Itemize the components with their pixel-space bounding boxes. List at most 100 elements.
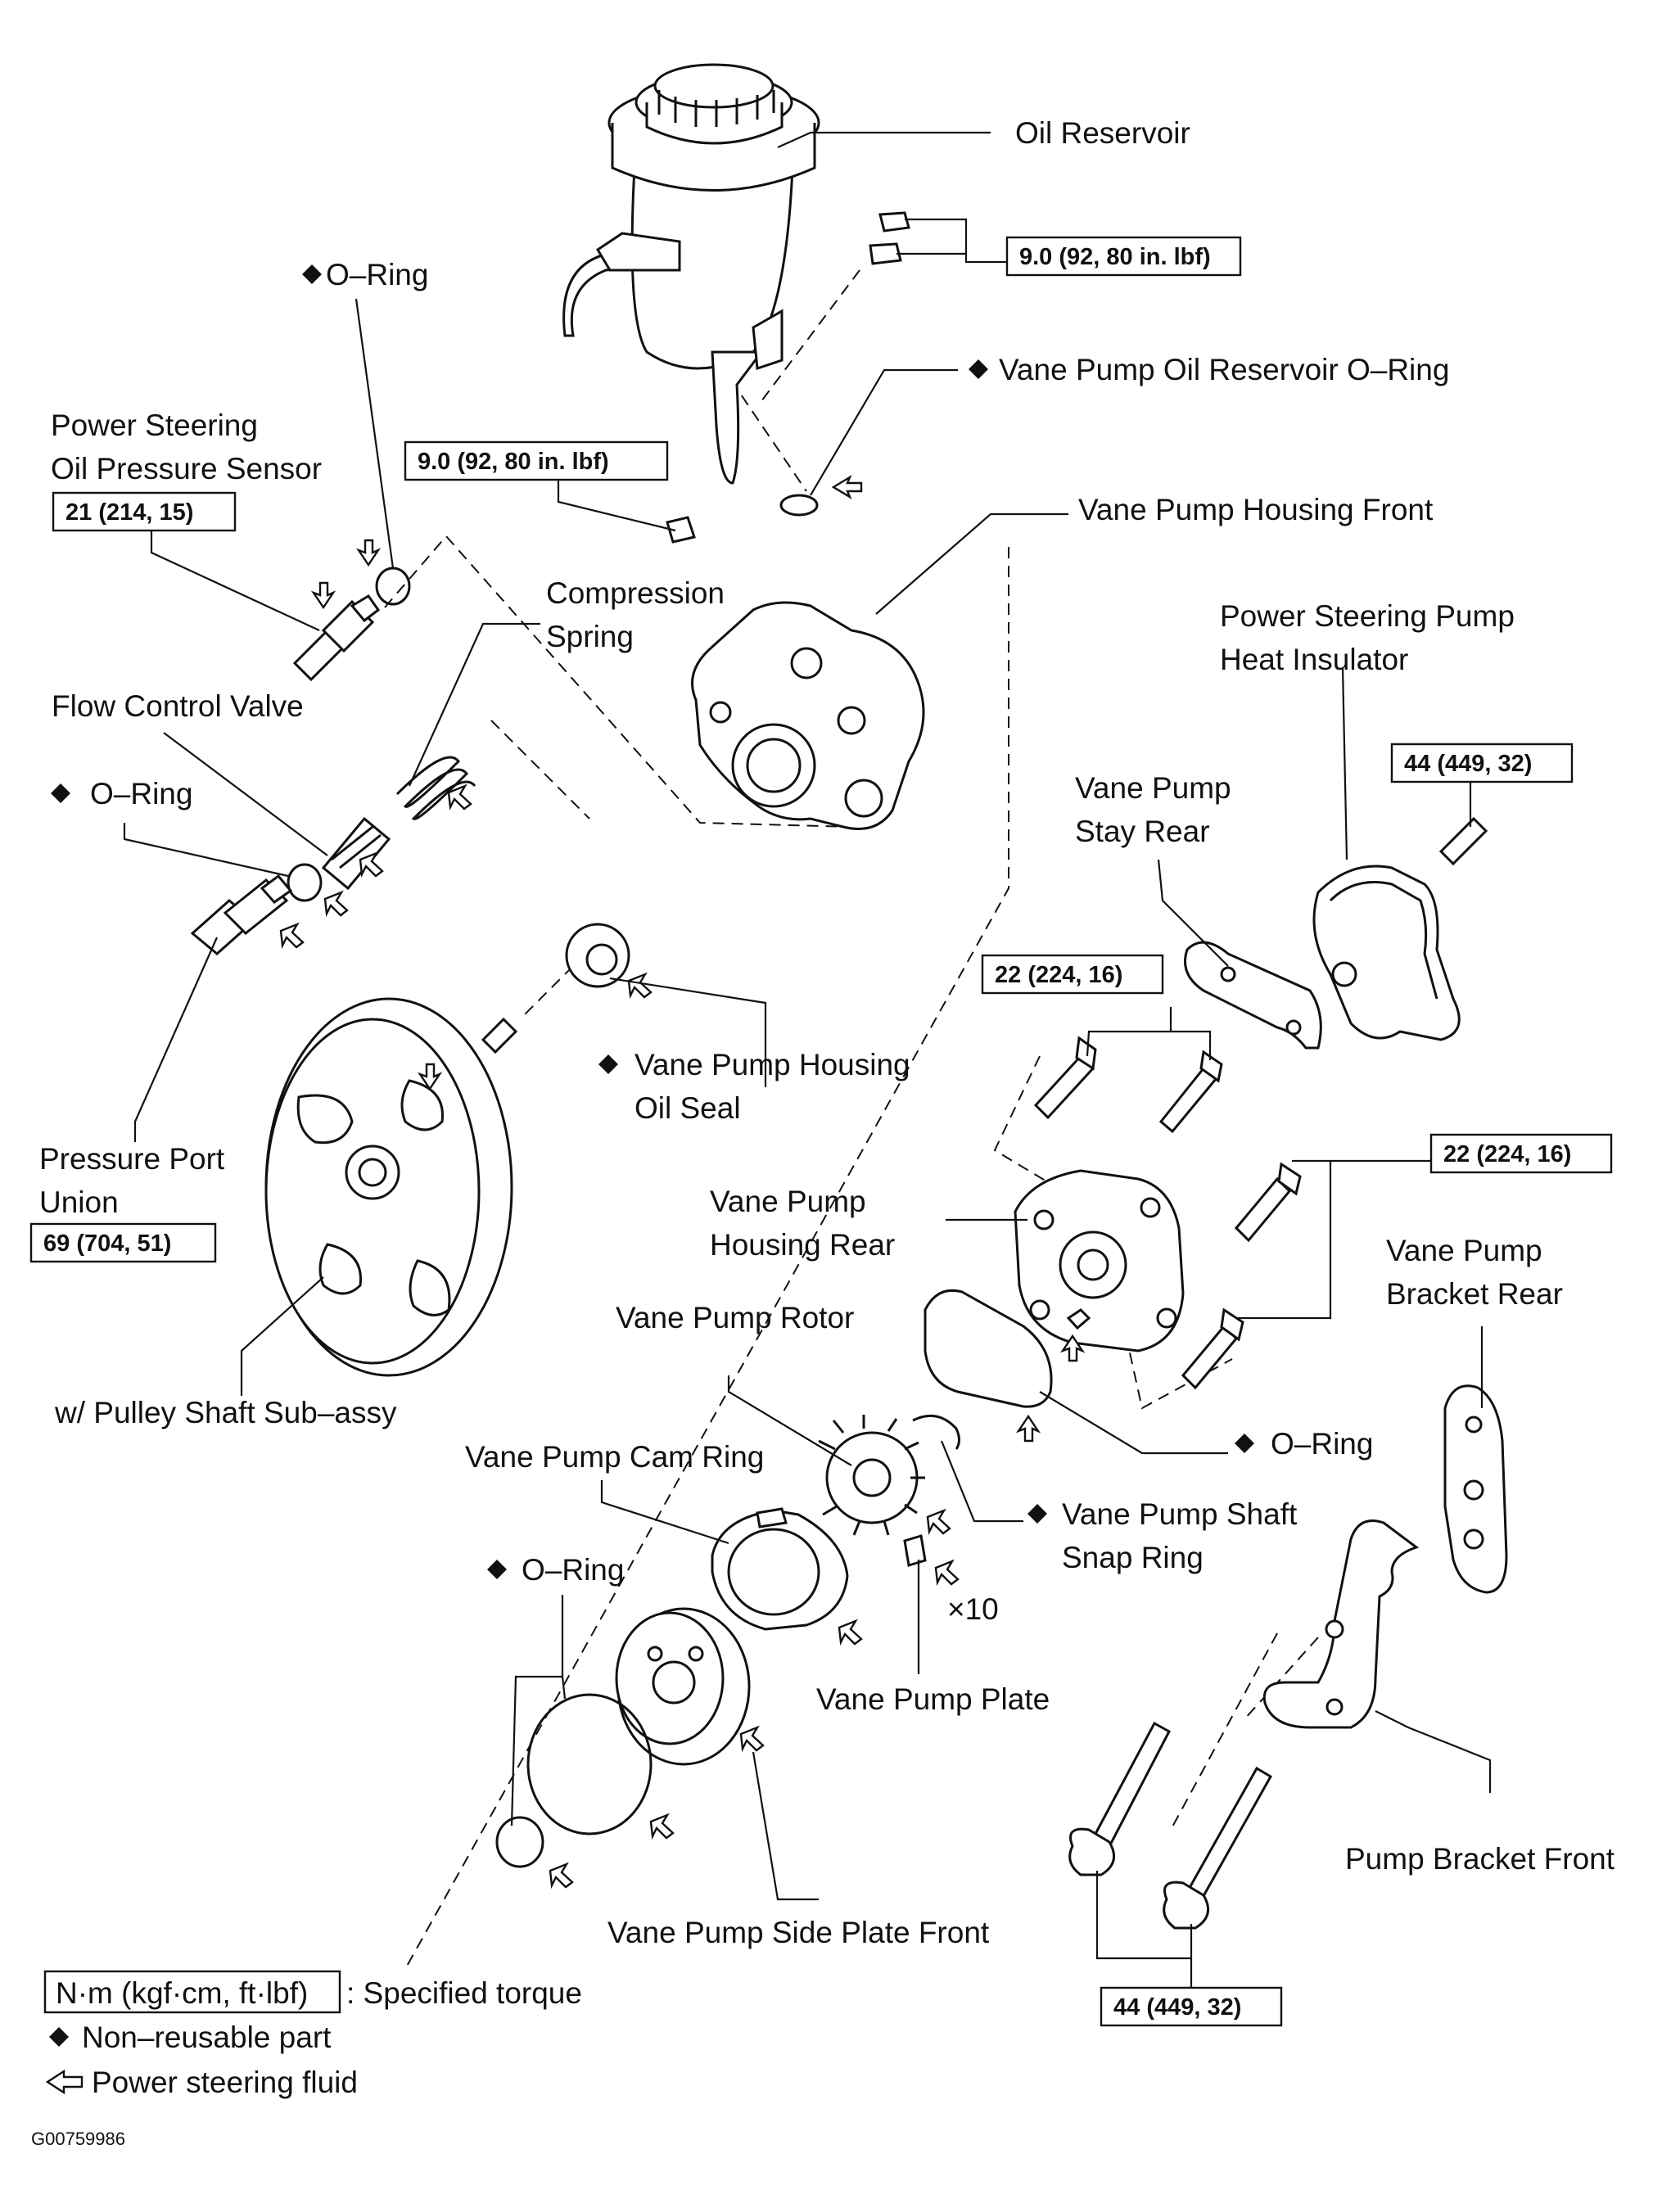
non-reusable-icon bbox=[1027, 1504, 1047, 1524]
label-pressure-port-union-line2: Union bbox=[39, 1185, 119, 1219]
torque-value: 22 (224, 16) bbox=[995, 962, 1122, 988]
torque-housing-rear-right: 22 (224, 16) bbox=[1429, 1133, 1613, 1174]
label-vane-pump-housing-oil-seal-line2: Oil Seal bbox=[635, 1091, 741, 1125]
label-vane-pump-plate: Vane Pump Plate bbox=[816, 1682, 1050, 1716]
fluid-arrow-icon bbox=[447, 783, 472, 811]
label-vane-pump-side-plate-front: Vane Pump Side Plate Front bbox=[607, 1916, 990, 1949]
left-o-ring-part bbox=[287, 863, 323, 902]
label-times-10: ×10 bbox=[947, 1592, 999, 1626]
torque-value: 44 (449, 32) bbox=[1404, 751, 1532, 777]
fluid-arrow-icon bbox=[45, 2069, 84, 2095]
fluid-arrow-icon bbox=[649, 1813, 675, 1840]
label-vane-pump-shaft-snap-ring-line2: Snap Ring bbox=[1062, 1541, 1204, 1574]
oil-seal-part bbox=[565, 923, 630, 988]
vane-plate-part bbox=[903, 1534, 927, 1567]
legend-torque-unit: N·m (kgf·cm, ft·lbf) bbox=[56, 1976, 308, 2010]
label-vane-pump-housing-rear-line2: Housing Rear bbox=[710, 1228, 895, 1262]
label-o-ring-left: O–Ring bbox=[90, 777, 192, 811]
torque-value: 21 (214, 15) bbox=[65, 499, 193, 526]
label-vane-pump-housing-front: Vane Pump Housing Front bbox=[1078, 493, 1434, 526]
non-reusable-icon bbox=[1235, 1434, 1254, 1453]
rotor-part bbox=[818, 1415, 925, 1536]
top-o-ring-part bbox=[375, 567, 411, 606]
torque-housing-rear-upper: 22 (224, 16) bbox=[981, 954, 1164, 995]
fluid-arrow-icon bbox=[831, 475, 863, 499]
vane-pump-housing-front-part bbox=[691, 601, 925, 830]
fluid-arrow-icon bbox=[627, 972, 653, 1000]
fluid-arrow-icon bbox=[739, 1725, 765, 1753]
fluid-arrow-icon bbox=[355, 539, 382, 567]
housing-rear-bolts bbox=[1033, 1036, 1302, 1390]
fluid-arrow-icon bbox=[1059, 1334, 1086, 1362]
non-reusable-icon bbox=[969, 359, 988, 379]
fluid-arrow-icon bbox=[359, 851, 384, 878]
label-pulley-shaft: w/ Pulley Shaft Sub–assy bbox=[54, 1396, 397, 1429]
reservoir-o-ring-part bbox=[779, 494, 819, 517]
label-ps-oil-pressure-sensor-line2: Oil Pressure Sensor bbox=[51, 452, 322, 485]
label-pump-bracket-front: Pump Bracket Front bbox=[1345, 1842, 1615, 1876]
non-reusable-icon bbox=[49, 2027, 69, 2047]
heat-insulator-part bbox=[1312, 865, 1461, 1041]
oil-reservoir bbox=[562, 63, 820, 485]
non-reusable-icon bbox=[487, 1560, 507, 1579]
fluid-arrow-icon bbox=[934, 1559, 960, 1587]
non-reusable-icon bbox=[302, 264, 322, 284]
fluid-arrows bbox=[279, 475, 1086, 1890]
label-pressure-port-union-line1: Pressure Port bbox=[39, 1142, 225, 1176]
housing-rear-o-ring-part bbox=[924, 1289, 1053, 1408]
bracket-bolts bbox=[1068, 1721, 1273, 1930]
flow-control-valve-part bbox=[321, 816, 391, 891]
fluid-arrow-icon bbox=[417, 1063, 443, 1091]
label-o-ring-top: O–Ring bbox=[326, 258, 428, 291]
legend: N·m (kgf·cm, ft·lbf) : Specified torque … bbox=[43, 1970, 582, 2099]
label-vane-pump-oil-reservoir-o-ring: Vane Pump Oil Reservoir O–Ring bbox=[999, 353, 1449, 386]
label-ps-pump-heat-insulator-line2: Heat Insulator bbox=[1220, 643, 1408, 676]
side-plate-front-part bbox=[615, 1607, 751, 1766]
label-vane-pump-stay-rear-line2: Stay Rear bbox=[1075, 815, 1210, 848]
leader-lines bbox=[123, 131, 1492, 1988]
fluid-arrow-icon bbox=[838, 1619, 863, 1646]
non-reusable-icon bbox=[51, 783, 70, 803]
label-vane-pump-rotor: Vane Pump Rotor bbox=[616, 1301, 854, 1334]
label-vane-pump-stay-rear-line1: Vane Pump bbox=[1075, 771, 1231, 805]
assembly-dashed-lines bbox=[384, 269, 1319, 1970]
torque-pressure-sensor: 21 (214, 15) bbox=[52, 491, 237, 532]
label-ps-pump-heat-insulator-line1: Power Steering Pump bbox=[1220, 599, 1515, 633]
torque-heat-insulator: 44 (449, 32) bbox=[1390, 743, 1574, 783]
torque-value: 44 (449, 32) bbox=[1113, 1994, 1241, 2021]
stay-rear-part bbox=[1184, 941, 1322, 1050]
label-vane-pump-bracket-rear-line2: Bracket Rear bbox=[1386, 1277, 1563, 1311]
side-plate-o-ring-small-part bbox=[495, 1816, 544, 1868]
label-o-ring-bottom: O–Ring bbox=[522, 1553, 624, 1587]
torque-pressure-port-union: 69 (704, 51) bbox=[29, 1222, 217, 1263]
fluid-arrow-icon bbox=[279, 922, 305, 950]
label-o-ring-right: O–Ring bbox=[1271, 1427, 1373, 1461]
label-vane-pump-bracket-rear-line1: Vane Pump bbox=[1386, 1234, 1542, 1267]
label-oil-reservoir: Oil Reservoir bbox=[1015, 116, 1190, 150]
figure-code: G00759986 bbox=[31, 2129, 125, 2149]
reservoir-bolts bbox=[666, 211, 910, 544]
torque-value: 9.0 (92, 80 in. lbf) bbox=[1019, 244, 1211, 270]
label-compression-spring-line1: Compression bbox=[546, 576, 725, 610]
torque-bracket-bolts: 44 (449, 32) bbox=[1100, 1986, 1283, 2027]
fluid-arrow-icon bbox=[323, 890, 349, 918]
label-vane-pump-cam-ring: Vane Pump Cam Ring bbox=[465, 1440, 764, 1474]
cam-ring-part bbox=[711, 1507, 849, 1631]
heat-insulator-bolt bbox=[1438, 816, 1488, 866]
label-vane-pump-housing-rear-line1: Vane Pump bbox=[710, 1185, 866, 1218]
torque-specs: 9.0 (92, 80 in. lbf) 9.0 (92, 80 in. lbf… bbox=[29, 236, 1613, 2027]
non-reusable-icon bbox=[598, 1054, 618, 1074]
torque-reservoir-upper: 9.0 (92, 80 in. lbf) bbox=[1005, 236, 1242, 277]
legend-non-reusable: Non–reusable part bbox=[82, 2021, 332, 2054]
torque-value: 9.0 (92, 80 in. lbf) bbox=[418, 449, 609, 475]
pressure-port-union-part bbox=[190, 874, 293, 955]
label-vane-pump-shaft-snap-ring-line1: Vane Pump Shaft bbox=[1062, 1497, 1298, 1531]
bracket-front-part bbox=[1262, 1519, 1420, 1729]
legend-torque-desc: : Specified torque bbox=[346, 1976, 582, 2010]
torque-value: 22 (224, 16) bbox=[1443, 1141, 1571, 1167]
part-labels: Oil Reservoir O–Ring Vane Pump Oil Reser… bbox=[39, 116, 1615, 1949]
side-plate-o-ring-large-part bbox=[526, 1693, 653, 1835]
fluid-arrow-icon bbox=[1015, 1414, 1041, 1443]
torque-reservoir-lower: 9.0 (92, 80 in. lbf) bbox=[404, 440, 669, 481]
